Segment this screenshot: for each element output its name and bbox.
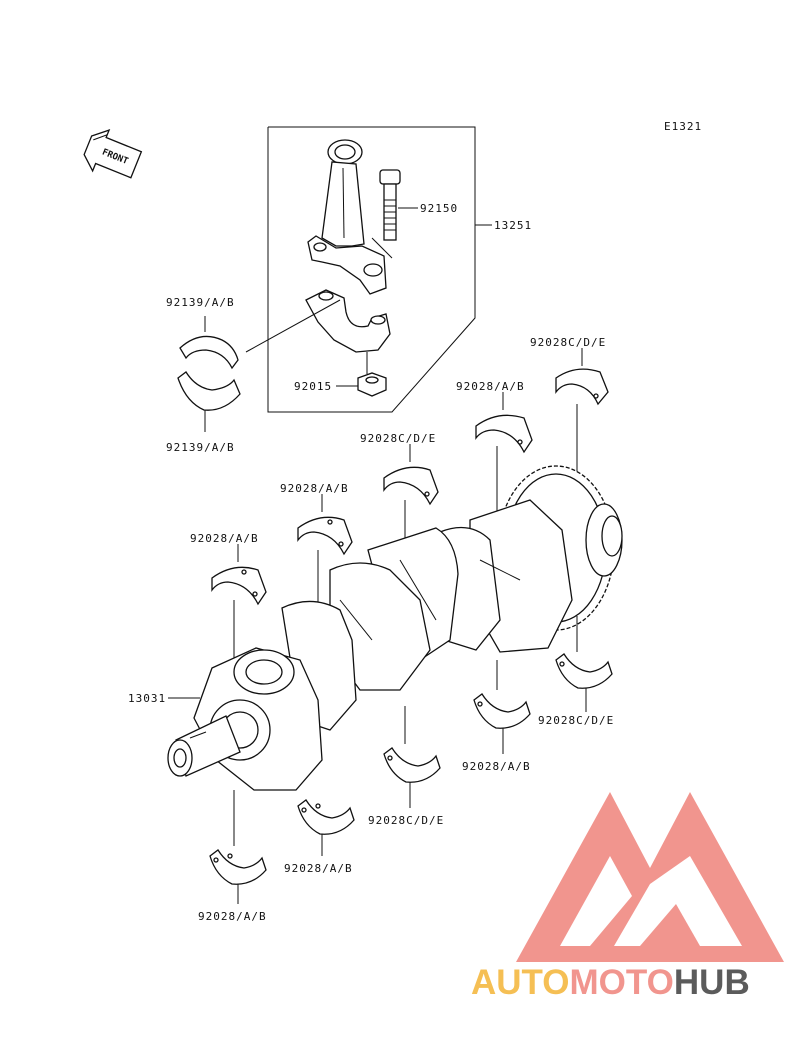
label-conrod-nut: 92015 bbox=[294, 380, 332, 393]
label-main-bearing-upper-5: 92028/A/B bbox=[190, 532, 259, 545]
main-bearing-upper-3 bbox=[383, 444, 439, 572]
conrod-cap bbox=[305, 289, 391, 374]
label-main-bearing-upper-2: 92028/A/B bbox=[456, 380, 525, 393]
connecting-rod bbox=[307, 139, 387, 295]
watermark-word-hub: HUB bbox=[674, 963, 750, 1002]
label-main-bearing-top-right: 92028C/D/E bbox=[530, 336, 606, 349]
label-main-bearing-upper-3: 92028C/D/E bbox=[360, 432, 436, 445]
label-main-bearing-lower-2: 92028/A/B bbox=[462, 760, 531, 773]
watermark-text: AUTOMOTOHUB bbox=[471, 963, 750, 1002]
figure-code: E1321 bbox=[664, 120, 702, 133]
label-conrod-bolt: 92150 bbox=[420, 202, 458, 215]
main-bearing-lower-3 bbox=[383, 706, 441, 808]
main-bearing-lower-5 bbox=[209, 790, 267, 904]
conrod-bolt bbox=[371, 169, 418, 259]
watermark-word-moto: MOTO bbox=[570, 963, 674, 1002]
label-main-bearing-lower-4: 92028/A/B bbox=[284, 862, 353, 875]
conrod-bearing-upper bbox=[179, 316, 239, 370]
label-main-bearing-lower-3: 92028C/D/E bbox=[368, 814, 444, 827]
label-main-bearing-lower-right: 92028C/D/E bbox=[538, 714, 614, 727]
watermark-word-auto: AUTO bbox=[471, 963, 570, 1002]
watermark-triangle-inner-3 bbox=[640, 904, 700, 946]
label-main-bearing-upper-4: 92028/A/B bbox=[280, 482, 349, 495]
conrod-assembly-bracket bbox=[267, 126, 492, 413]
watermark-triangle-inner bbox=[560, 856, 632, 946]
label-conrod-bearing-top: 92139/A/B bbox=[166, 296, 235, 309]
conrod-nut bbox=[336, 372, 387, 397]
main-bearing-lower-right bbox=[555, 616, 613, 712]
label-conrod-bearing-bottom: 92139/A/B bbox=[166, 441, 235, 454]
label-crankshaft: 13031 bbox=[128, 692, 166, 705]
watermark-triangle-inner-2 bbox=[614, 856, 742, 946]
crankshaft bbox=[167, 465, 623, 791]
label-conrod-assy: 13251 bbox=[494, 219, 532, 232]
label-main-bearing-lower-5: 92028/A/B bbox=[198, 910, 267, 923]
conrod-bearing-lower bbox=[177, 371, 241, 432]
conrod-bearing-leader bbox=[245, 299, 341, 353]
watermark-logo: AUTOMOTOHUB bbox=[471, 792, 784, 1002]
front-arrow-icon: FRONT bbox=[83, 129, 143, 179]
main-bearing-lower-2 bbox=[473, 660, 531, 754]
main-bearing-lower-4 bbox=[297, 799, 355, 856]
